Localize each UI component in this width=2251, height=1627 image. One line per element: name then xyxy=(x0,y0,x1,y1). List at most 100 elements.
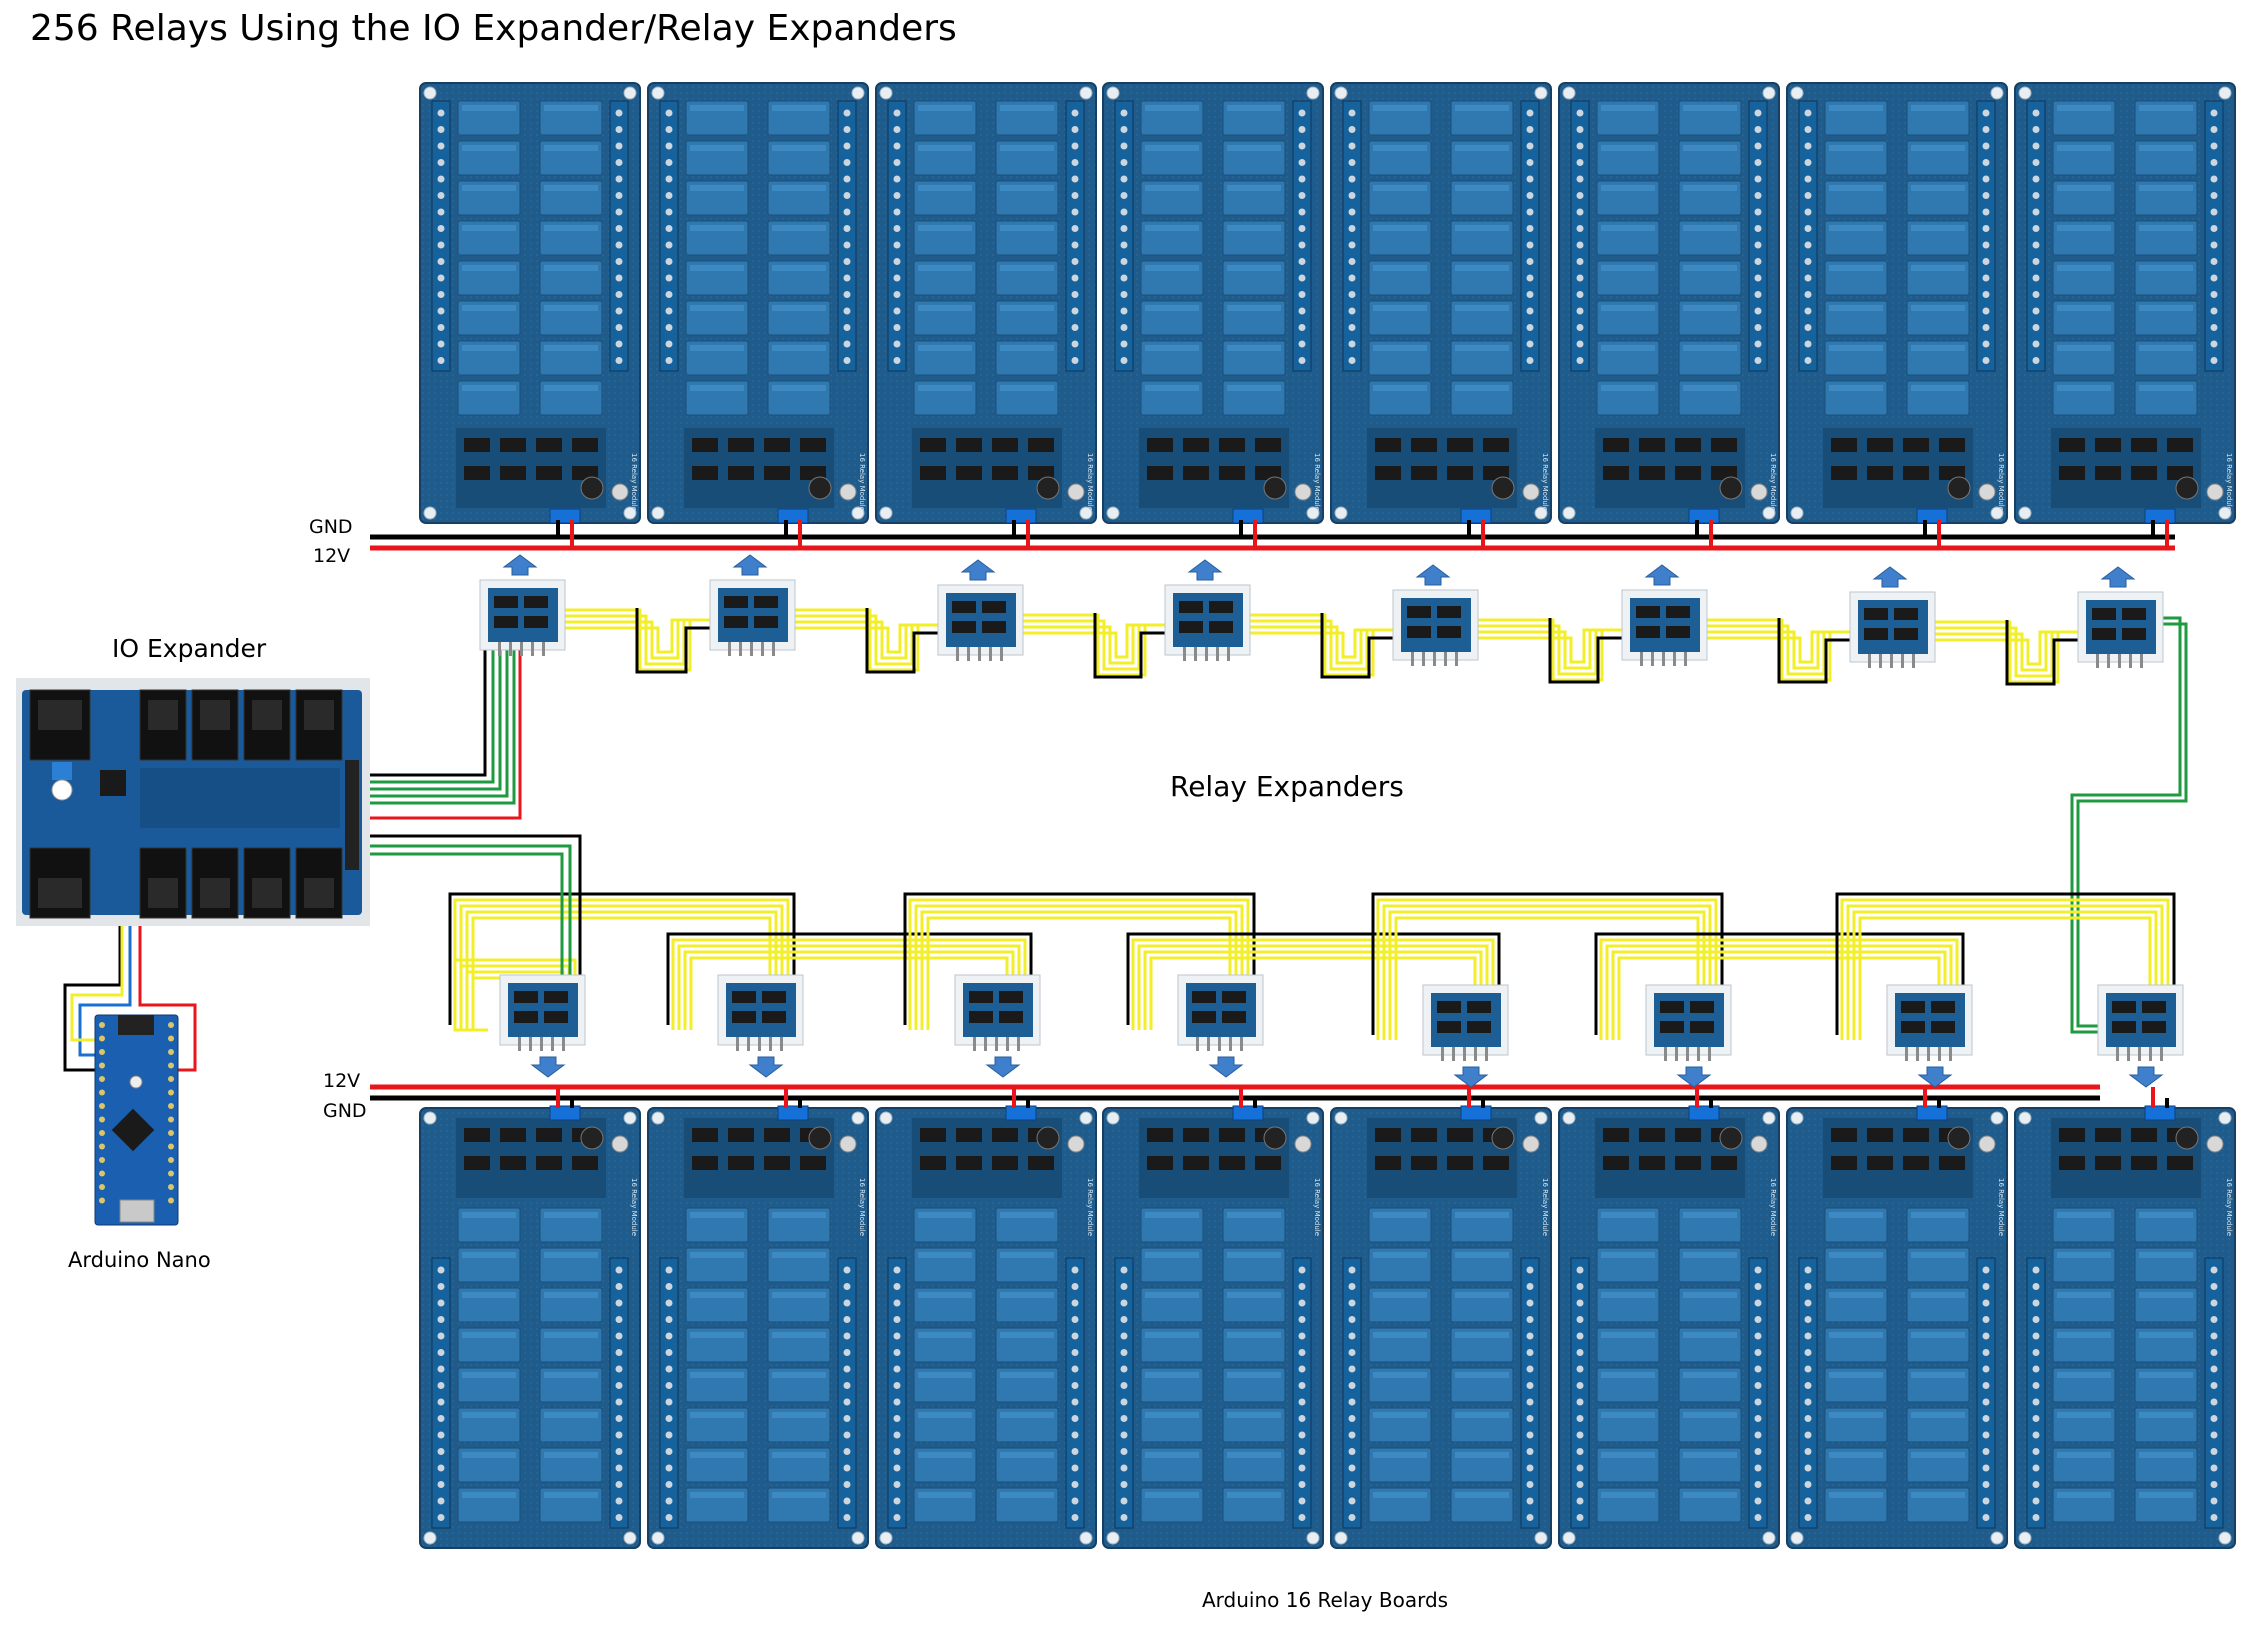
relay-expander-bottom-4 xyxy=(1177,974,1264,1051)
relay-expander-top-8 xyxy=(2077,591,2164,668)
io-black-wire-2 xyxy=(350,834,582,985)
relay-board-bottom-4: 16 Relay Module xyxy=(1102,1105,1324,1549)
down-arrow-icon xyxy=(1676,1066,1712,1088)
relay-board-silkscreen: 16 Relay Module xyxy=(1997,1178,2005,1236)
black-bus-bottom-7 xyxy=(1835,892,2176,1035)
relay-board-silkscreen: 16 Relay Module xyxy=(858,453,866,511)
relay-expander-bottom-7 xyxy=(1886,984,1973,1061)
yellow-bus-top-2 xyxy=(795,608,953,672)
yellow-bus-bottom-4 xyxy=(1131,938,1495,1030)
yellow-bus-top-3 xyxy=(1023,623,1180,665)
io-expander-board xyxy=(16,678,370,926)
relay-boards-label: Arduino 16 Relay Boards xyxy=(1202,1588,1449,1612)
black-bus-top-7 xyxy=(2005,620,2093,686)
io-expander-label: IO Expander xyxy=(112,634,267,663)
black-bus-bottom-4 xyxy=(1126,932,1501,1025)
relay-board-bottom-7: 16 Relay Module xyxy=(1786,1105,2008,1549)
relay-expander-bottom-8 xyxy=(2097,984,2184,1061)
relay-board-bottom-5: 16 Relay Module xyxy=(1330,1105,1552,1549)
io-green-wire-1 xyxy=(350,650,495,784)
relay-board-top-8: 16 Relay Module xyxy=(2014,82,2236,524)
yellow-bus-bottom-2 xyxy=(671,938,1027,1030)
io-green-wire-5 xyxy=(350,844,572,985)
relay-board-bottom-3: 16 Relay Module xyxy=(875,1105,1097,1549)
gnd-label-bottom: GND xyxy=(323,1100,367,1122)
yellow-bus-top-6 xyxy=(1707,630,1865,664)
down-arrow-icon xyxy=(985,1056,1021,1078)
yellow-bus-top-4 xyxy=(1250,628,1408,659)
relay-board-top-5: 16 Relay Module xyxy=(1330,82,1552,524)
io-green-wire-4 xyxy=(350,650,516,805)
yellow-bus-bottom-7 xyxy=(1852,910,2158,1040)
yellow-bus-top-5 xyxy=(1478,628,1637,664)
arduino-nano-board xyxy=(94,1014,179,1226)
io-green-wire-6 xyxy=(350,852,564,985)
up-arrow-icon xyxy=(1187,559,1223,581)
relay-expander-top-1 xyxy=(479,579,566,656)
relay-board-silkscreen: 16 Relay Module xyxy=(1313,453,1321,511)
yellow-bus-bottom-6 xyxy=(1599,938,1959,1040)
yellow-bus-bottom-4 xyxy=(1149,956,1477,1030)
relay-expander-bottom-2 xyxy=(717,974,804,1051)
relay-board-bottom-8: 16 Relay Module xyxy=(2014,1105,2236,1549)
page-title: 256 Relays Using the IO Expander/Relay E… xyxy=(30,8,957,49)
yellow-bus-bottom-2 xyxy=(689,956,1009,1030)
relay-board-silkscreen: 16 Relay Module xyxy=(1086,1178,1094,1236)
relay-board-top-3: 16 Relay Module xyxy=(875,82,1097,524)
relay-board-silkscreen: 16 Relay Module xyxy=(2225,1178,2233,1236)
down-arrow-icon xyxy=(1208,1056,1244,1078)
12v-label-top: 12V xyxy=(313,545,351,567)
up-arrow-icon xyxy=(1644,564,1680,586)
yellow-bus-top-2 xyxy=(795,623,953,654)
io-green-wire-3 xyxy=(350,650,509,798)
relay-board-silkscreen: 16 Relay Module xyxy=(1769,453,1777,511)
black-bus-top-6 xyxy=(1777,618,1865,684)
yellow-bus-top-3 xyxy=(1023,623,1180,659)
black-bus-top-3 xyxy=(1093,613,1180,679)
up-arrow-icon xyxy=(1872,566,1908,588)
gnd-label-top: GND xyxy=(309,516,353,538)
relay-expander-top-4 xyxy=(1164,584,1251,661)
relay-expander-top-5 xyxy=(1392,589,1479,666)
relay-board-bottom-2: 16 Relay Module xyxy=(647,1105,869,1549)
yellow-bus-top-1 xyxy=(565,618,725,654)
up-arrow-icon xyxy=(2100,566,2136,588)
yellow-bus-bottom-2 xyxy=(683,950,1015,1030)
relay-board-silkscreen: 16 Relay Module xyxy=(1541,1178,1549,1236)
nano-red-wire xyxy=(138,870,197,1072)
relay-expander-top-2 xyxy=(709,579,796,656)
relay-expander-bottom-3 xyxy=(954,974,1041,1051)
relay-board-bottom-6: 16 Relay Module xyxy=(1558,1105,1780,1549)
relay-board-silkscreen: 16 Relay Module xyxy=(1769,1178,1777,1236)
relay-board-top-6: 16 Relay Module xyxy=(1558,82,1780,524)
relay-board-silkscreen: 16 Relay Module xyxy=(858,1178,866,1236)
relay-board-top-2: 16 Relay Module xyxy=(647,82,869,524)
up-arrow-icon xyxy=(1415,564,1451,586)
relay-board-silkscreen: 16 Relay Module xyxy=(1086,453,1094,511)
relay-expander-top-6 xyxy=(1621,589,1708,666)
relay-board-silkscreen: 16 Relay Module xyxy=(1541,453,1549,511)
relay-expanders-label: Relay Expanders xyxy=(1170,770,1404,803)
black-bus-top-4 xyxy=(1320,613,1408,679)
yellow-bus-bottom-6 xyxy=(1617,956,1941,1040)
yellow-bus-top-4 xyxy=(1250,613,1408,677)
relay-board-top-7: 16 Relay Module xyxy=(1786,82,2008,524)
yellow-bus-top-7 xyxy=(1935,630,2093,672)
nano-blue-wire xyxy=(78,870,132,1057)
relay-board-silkscreen: 16 Relay Module xyxy=(1997,453,2005,511)
relay-board-top-4: 16 Relay Module xyxy=(1102,82,1324,524)
green-link-1 xyxy=(2070,616,2182,1034)
yellow-bus-bottom-3 xyxy=(908,898,1250,1030)
black-bus-bottom-6 xyxy=(1594,932,1965,1035)
green-link-2 xyxy=(2076,622,2188,1028)
up-arrow-icon xyxy=(732,554,768,576)
up-arrow-icon xyxy=(502,554,538,576)
relay-board-silkscreen: 16 Relay Module xyxy=(2225,453,2233,511)
arduino-nano-label: Arduino Nano xyxy=(68,1248,211,1272)
black-bus-top-1 xyxy=(635,608,725,674)
relay-board-silkscreen: 16 Relay Module xyxy=(1313,1178,1321,1236)
black-bus-top-5 xyxy=(1548,618,1637,684)
yellow-bus-bottom-2 xyxy=(677,944,1021,1030)
relay-board-bottom-1: 16 Relay Module xyxy=(419,1105,641,1549)
down-arrow-icon xyxy=(530,1056,566,1078)
